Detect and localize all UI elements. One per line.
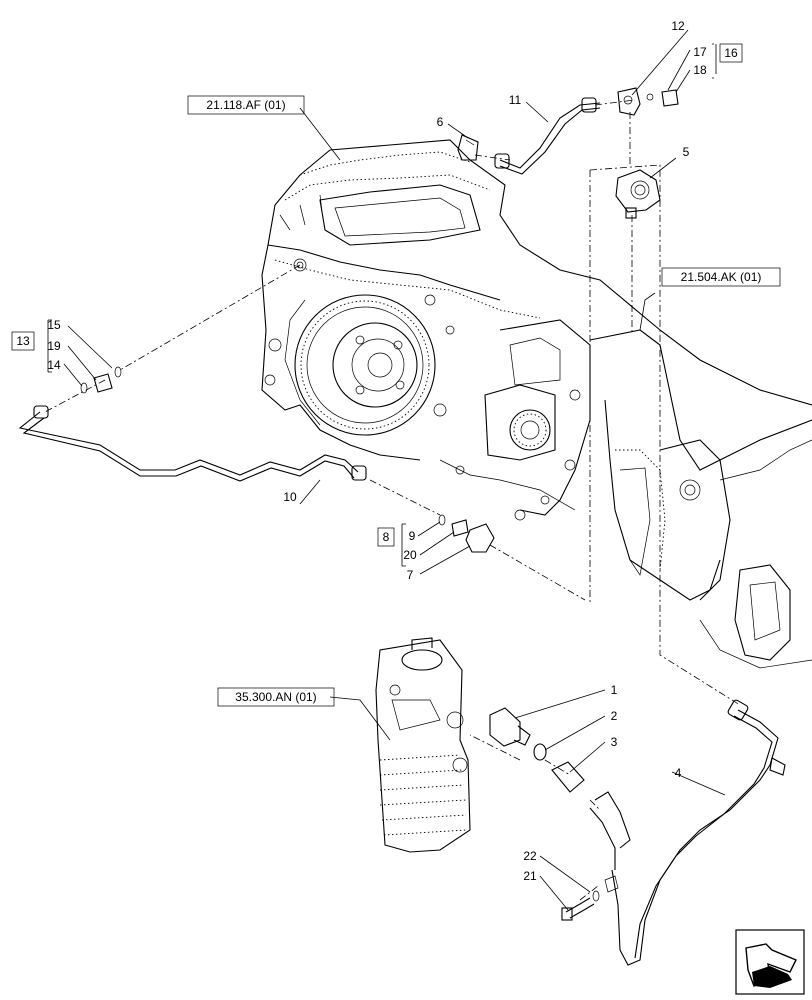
ref-box-transmission[interactable]: 21.118.AF (01) [187,95,305,115]
callout-14: 14 [47,358,61,372]
callout-12: 12 [671,19,685,33]
hose-clamp-2 [533,743,547,761]
ref-label-transmission: 21.118.AF (01) [206,98,285,112]
tee-fitting-12 [617,87,679,116]
callout-6: 6 [437,115,444,129]
callout-15: 15 [47,318,61,332]
callout-3: 3 [611,735,618,749]
callout-7: 7 [407,568,414,582]
fittings-kit-8 [438,514,495,553]
kit-label-8: 8 [383,530,390,544]
callout-4: 4 [675,766,682,780]
alignment-lines [44,99,741,901]
kit-box-13[interactable]: 13 [11,331,35,351]
callout-5: 5 [683,145,690,159]
callout-19: 19 [47,339,61,353]
callout-10: 10 [283,490,297,504]
arrow-icon[interactable] [735,929,805,995]
callout-11: 11 [509,93,522,107]
kit-label-13: 13 [16,334,30,348]
transmission-housing [261,139,812,669]
kit-label-16: 16 [724,46,738,60]
callout-17: 17 [693,45,707,59]
callout-9: 9 [409,529,416,543]
callout-20: 20 [403,548,417,562]
tube-4 [604,699,786,966]
kit-box-16[interactable]: 16 [719,43,743,63]
ref-label-gearbox: 21.504.AK (01) [681,270,762,284]
callout-18: 18 [693,63,707,77]
hose-3 [551,761,631,870]
adapter-fitting-5 [615,169,661,219]
elbow-fitting-6 [457,134,479,161]
leader-lines [47,29,726,911]
callout-numbers: 12 17 18 11 6 5 15 19 14 10 9 20 7 1 2 3… [47,19,707,883]
tube-10 [18,405,367,482]
ref-label-filter: 35.300.AN (01) [235,690,316,704]
kit-box-8[interactable]: 8 [377,527,395,547]
callout-21: 21 [523,869,537,883]
callout-1: 1 [611,683,618,697]
ref-box-filter[interactable]: 35.300.AN (01) [217,687,335,707]
callout-2: 2 [611,709,618,723]
callout-22: 22 [523,849,537,863]
connector-1 [489,707,531,747]
fittings-kit-13 [80,366,122,394]
ref-box-gearbox[interactable]: 21.504.AK (01) [661,267,781,287]
tube-11 [494,97,601,175]
bolt-21 [561,890,600,921]
oil-filter-housing [375,637,471,853]
